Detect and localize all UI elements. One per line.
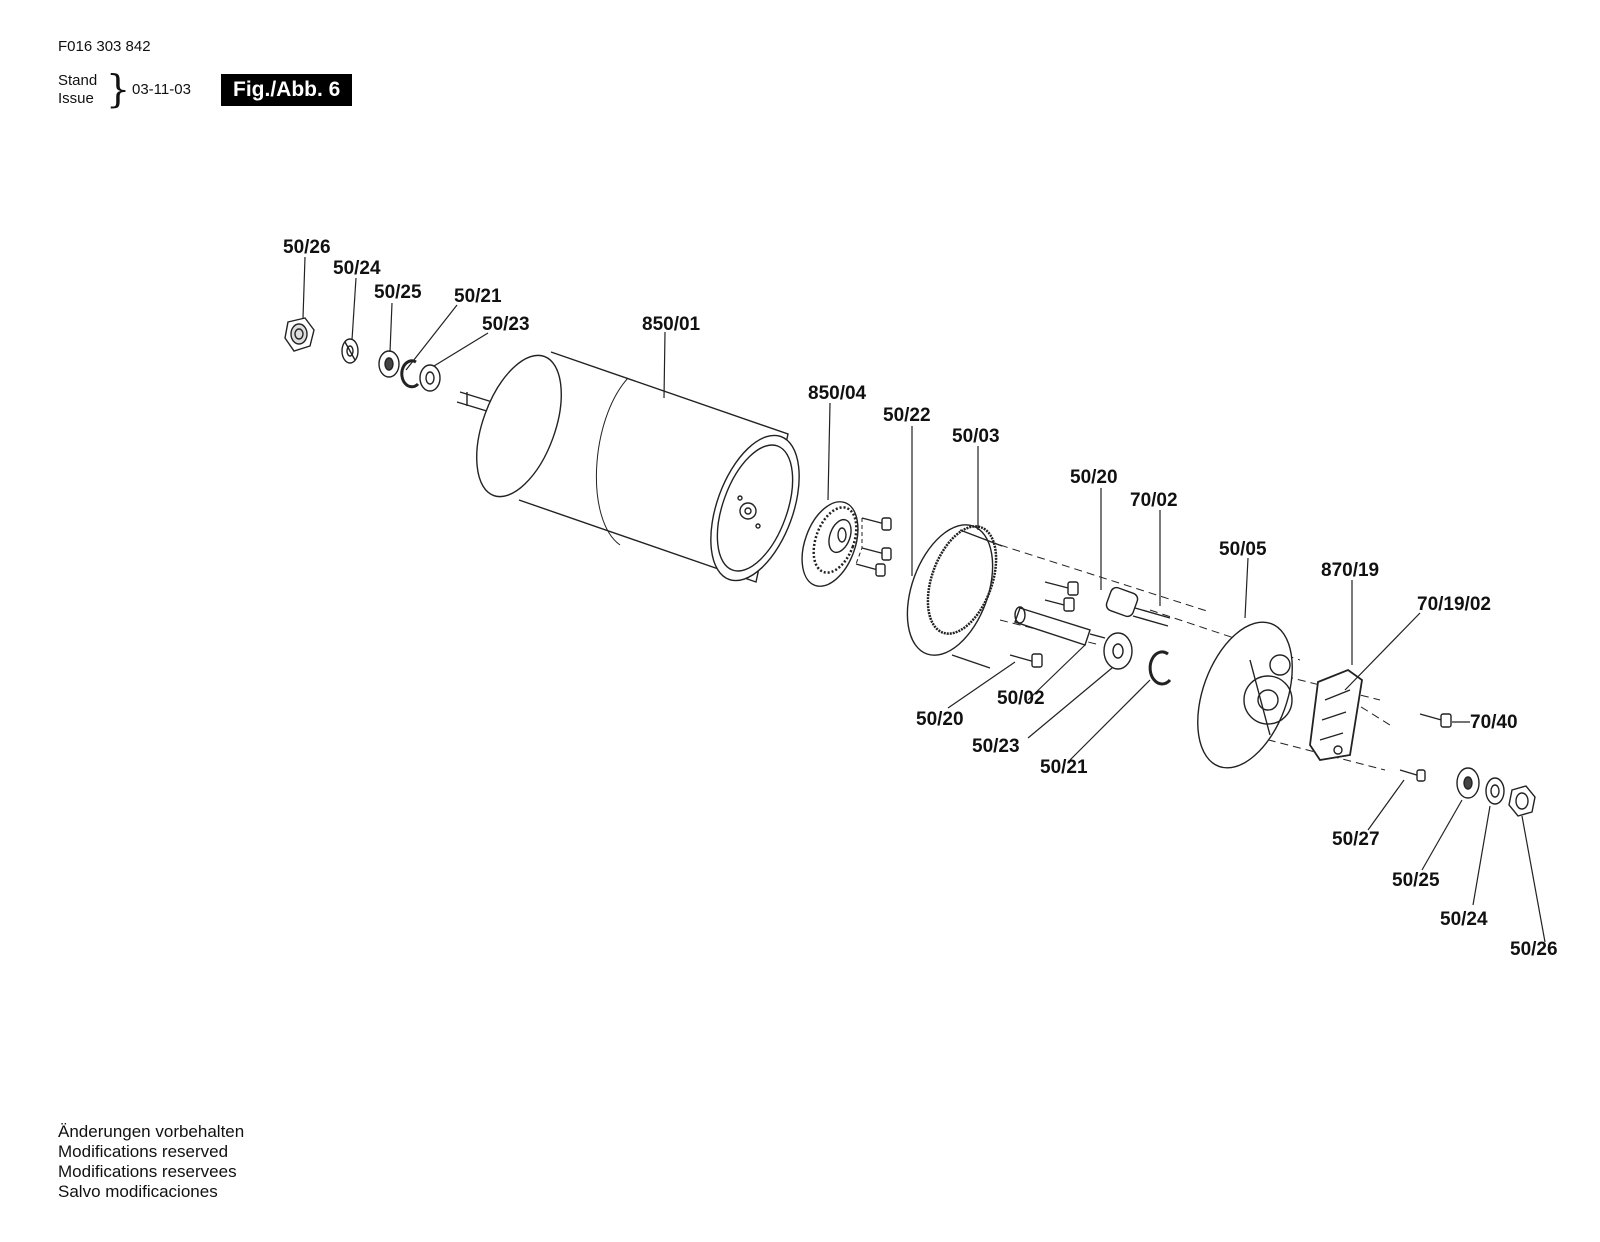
washer-part	[1103, 632, 1133, 670]
screw-part	[1399, 769, 1426, 782]
callout-label: 850/01	[642, 314, 701, 335]
ring-gear-part	[906, 524, 1003, 669]
fan-part	[801, 501, 859, 587]
notice-line-de: Änderungen vorbehalten	[58, 1122, 245, 1141]
callout-label: 50/20	[916, 709, 964, 730]
spring-washer-part	[341, 338, 359, 364]
issue-block: Stand Issue } 03-11-03 Fig./Abb. 6	[58, 67, 378, 112]
hex-nut-part	[284, 317, 315, 352]
document-number: F016 303 842	[58, 38, 151, 55]
bracket-part	[1309, 668, 1363, 761]
motor-housing-part	[476, 351, 800, 583]
callout-label: 50/21	[1040, 757, 1088, 778]
spring-washer-part	[1485, 777, 1505, 805]
callout-label: 50/21	[454, 286, 502, 307]
pinion-shaft-part	[1105, 586, 1171, 627]
shaft-part	[1014, 606, 1106, 646]
callout-label: 50/22	[883, 405, 931, 426]
callout-label: 50/26	[283, 237, 331, 258]
callout-label: 50/26	[1510, 939, 1558, 960]
modifications-notice: Änderungen vorbehalten Modifications res…	[58, 1122, 244, 1202]
notice-line-es: Salvo modificaciones	[58, 1182, 218, 1201]
callout-label: 850/04	[808, 383, 867, 404]
washer-part	[419, 364, 441, 392]
screw-part	[1419, 713, 1452, 728]
callout-label: 50/27	[1332, 829, 1380, 850]
callout-label: 50/25	[1392, 870, 1440, 891]
callout-label: 50/23	[972, 736, 1020, 757]
callout-label: 50/24	[333, 258, 381, 279]
callout-label: 70/19/02	[1417, 594, 1491, 615]
callout-label: 50/02	[997, 688, 1045, 709]
notice-line-en: Modifications reserved	[58, 1142, 229, 1161]
callout-label: 50/05	[1219, 539, 1267, 560]
callout-label: 50/20	[1070, 467, 1118, 488]
callout-label: 70/40	[1470, 712, 1518, 733]
screw-part	[1044, 581, 1079, 612]
figure-badge: Fig./Abb. 6	[221, 74, 353, 106]
screw-part	[1009, 653, 1043, 668]
washer-part	[1456, 767, 1480, 799]
brace-icon: }	[106, 67, 131, 111]
gear-cover-part	[1197, 621, 1293, 769]
washer-part	[378, 350, 400, 378]
screw-part	[855, 517, 892, 577]
circlip-part	[400, 359, 420, 389]
issue-label: Issue	[58, 90, 94, 107]
notice-line-fr: Modifications reservees	[58, 1162, 237, 1181]
callout-label: 70/02	[1130, 490, 1178, 511]
hex-nut-part	[1508, 785, 1536, 817]
callout-label: 50/23	[482, 314, 530, 335]
stand-label: Stand	[58, 72, 98, 89]
callout-label: 50/24	[1440, 909, 1488, 930]
callout-label: 50/03	[952, 426, 1000, 447]
issue-date: 03-11-03	[132, 81, 191, 98]
callout-label: 870/19	[1321, 560, 1379, 581]
callout-label: 50/25	[374, 282, 422, 303]
circlip-part	[1148, 650, 1172, 686]
